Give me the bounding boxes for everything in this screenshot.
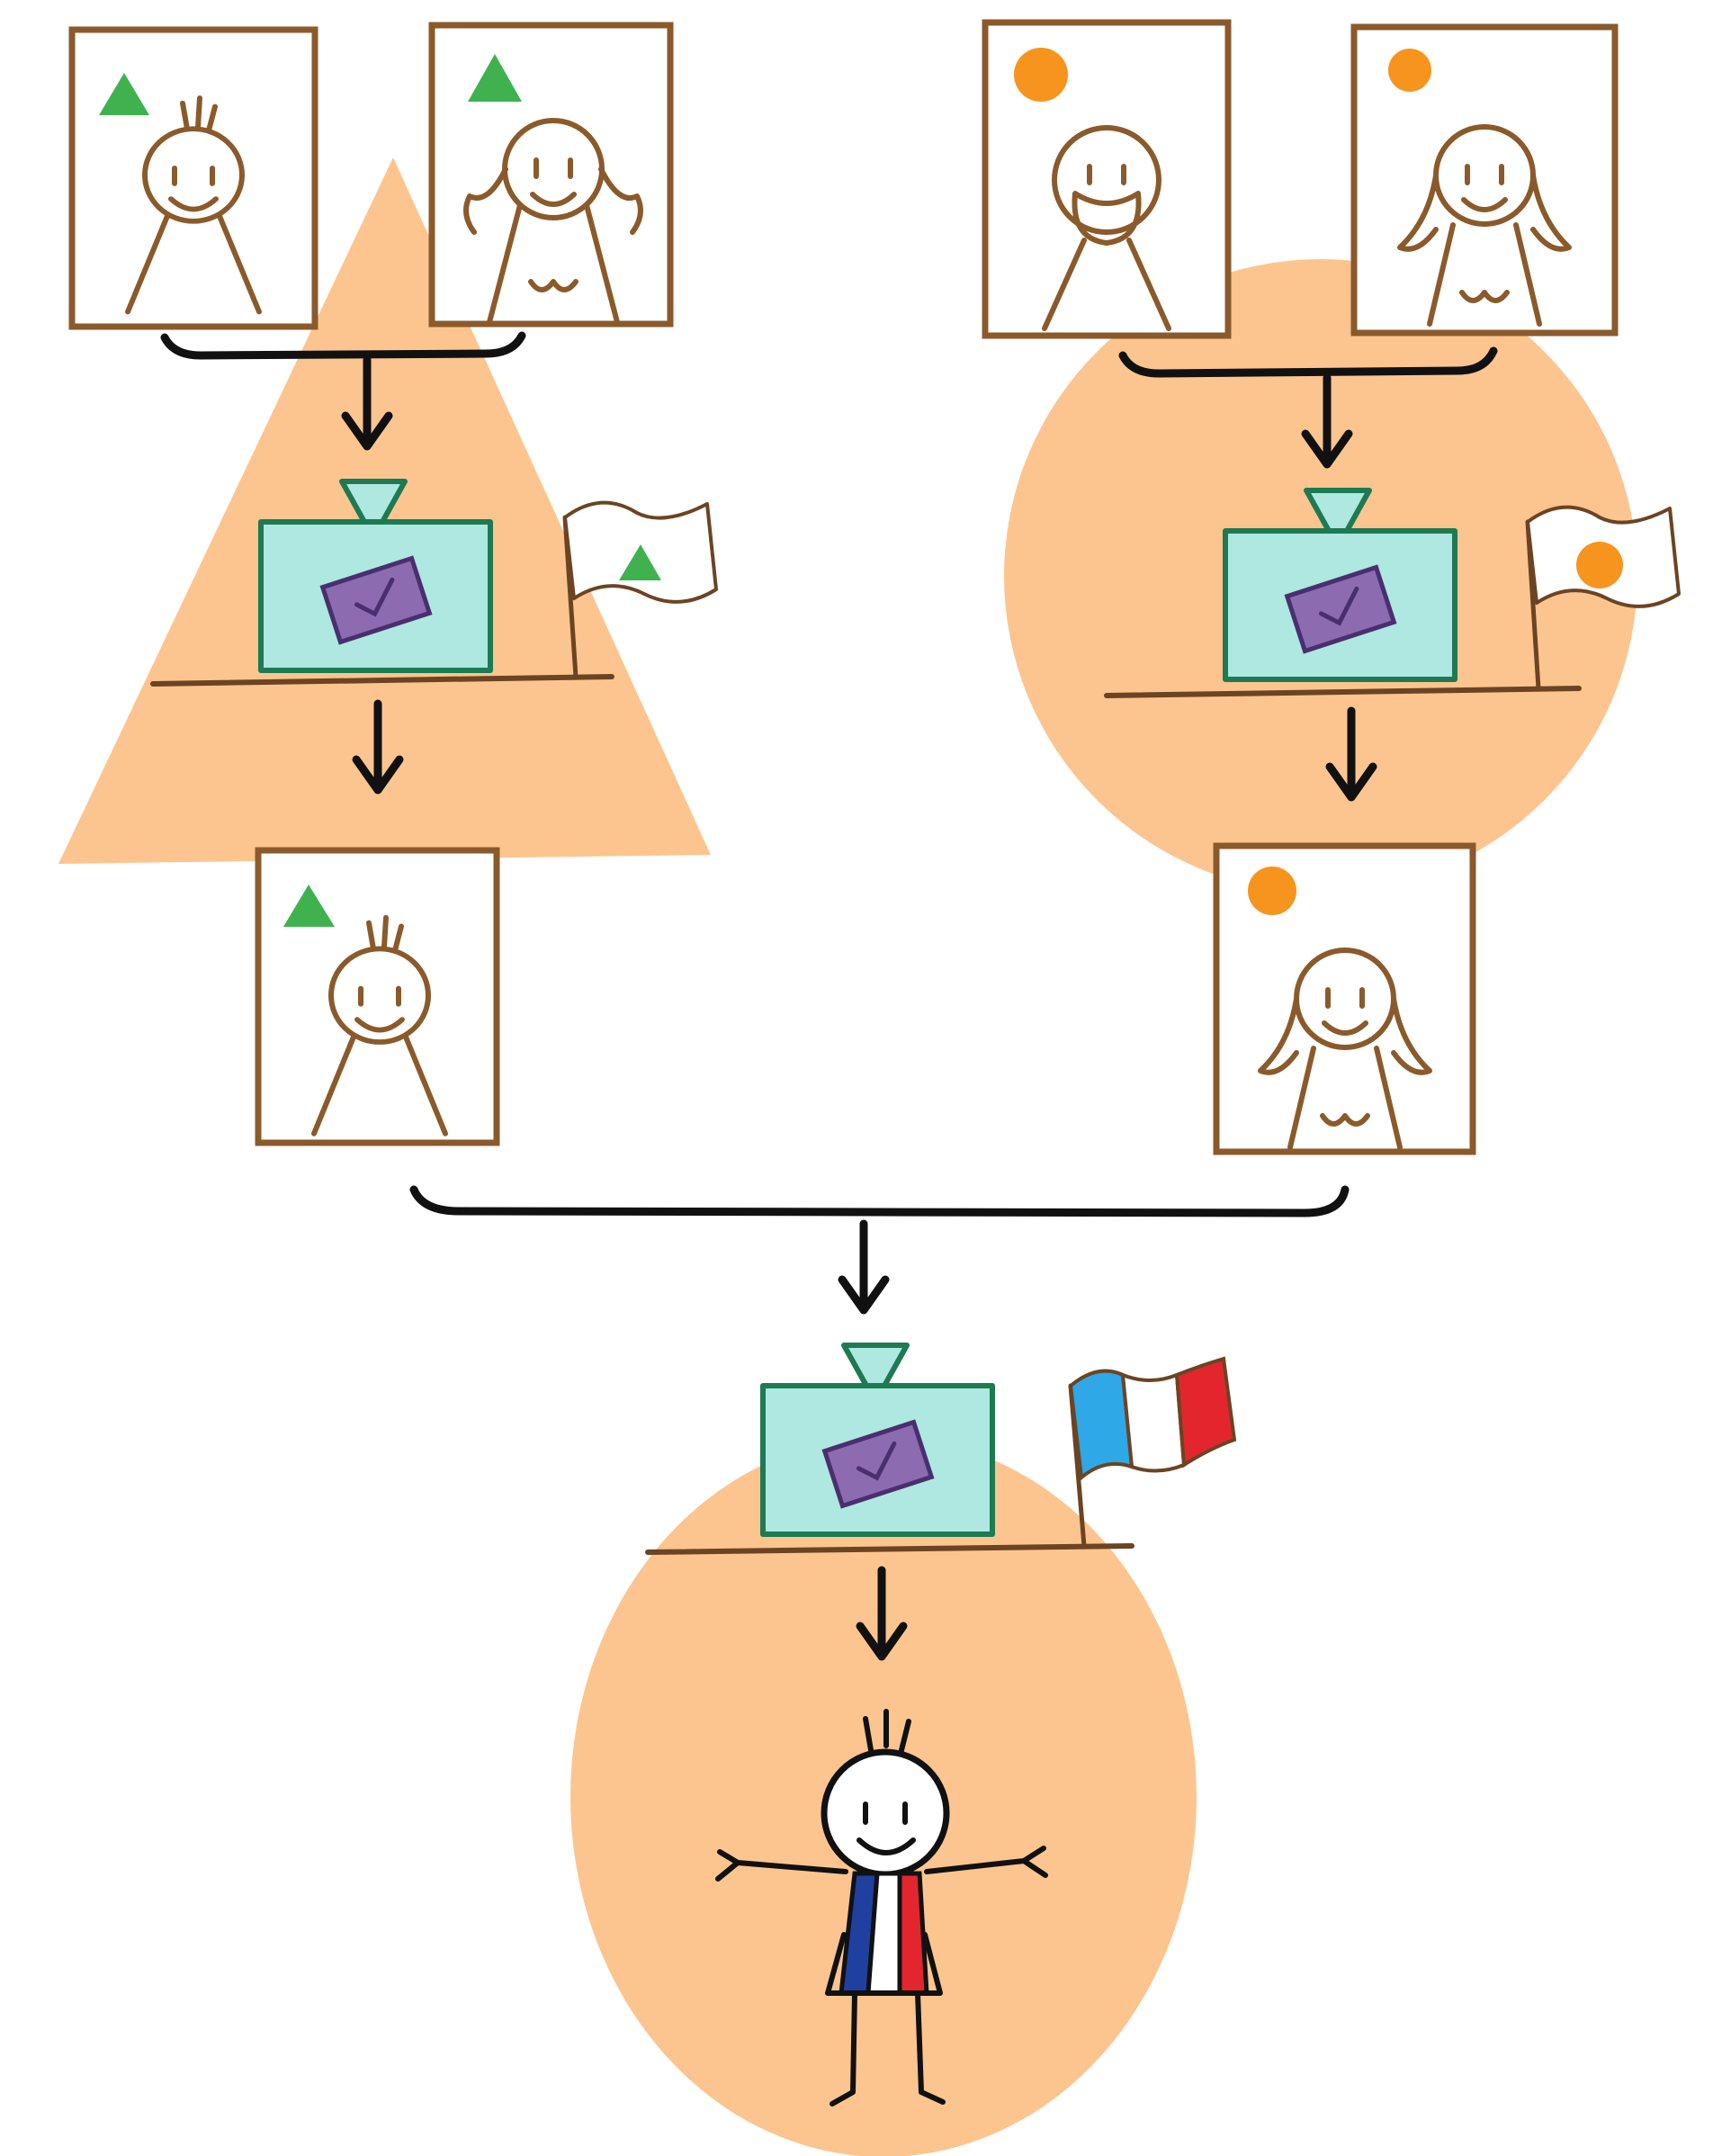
candidate-portrait-circle-party-1 (982, 19, 1232, 339)
french-flag-icon (1068, 1356, 1237, 1549)
circle-party-icon (1248, 867, 1296, 915)
merge-bracket-icon (1118, 346, 1498, 378)
tricolor-sash-icon (839, 1871, 929, 1996)
flag-icon (1525, 505, 1681, 691)
shelf-line (645, 1543, 1135, 1555)
triangle-party-icon (283, 885, 335, 927)
triangle-party-icon (619, 544, 661, 580)
circle-party-icon (1576, 542, 1623, 588)
triangle-party-icon (99, 73, 149, 115)
elected-person-icon (715, 1709, 1048, 2107)
triangle-party-icon (468, 54, 522, 102)
candidate-portrait-circle-party-2 (1350, 23, 1619, 337)
elected-candidate-triangle-portrait (255, 847, 500, 1146)
merge-bracket-icon (160, 331, 526, 360)
candidate-portrait-triangle-party-2 (428, 22, 674, 328)
circle-party-icon (1388, 49, 1431, 92)
circle-party-icon (1014, 48, 1068, 102)
candidate-portrait-triangle-party-1 (68, 26, 318, 330)
ballot-box-icon (763, 1345, 992, 1534)
shelf-line (1104, 686, 1582, 698)
shelf-line (150, 674, 614, 687)
arrow-down-icon (842, 1224, 885, 1310)
elected-candidate-circle-portrait (1213, 842, 1476, 1155)
merge-bracket-icon (409, 1185, 1350, 1217)
flag-icon (562, 500, 718, 679)
